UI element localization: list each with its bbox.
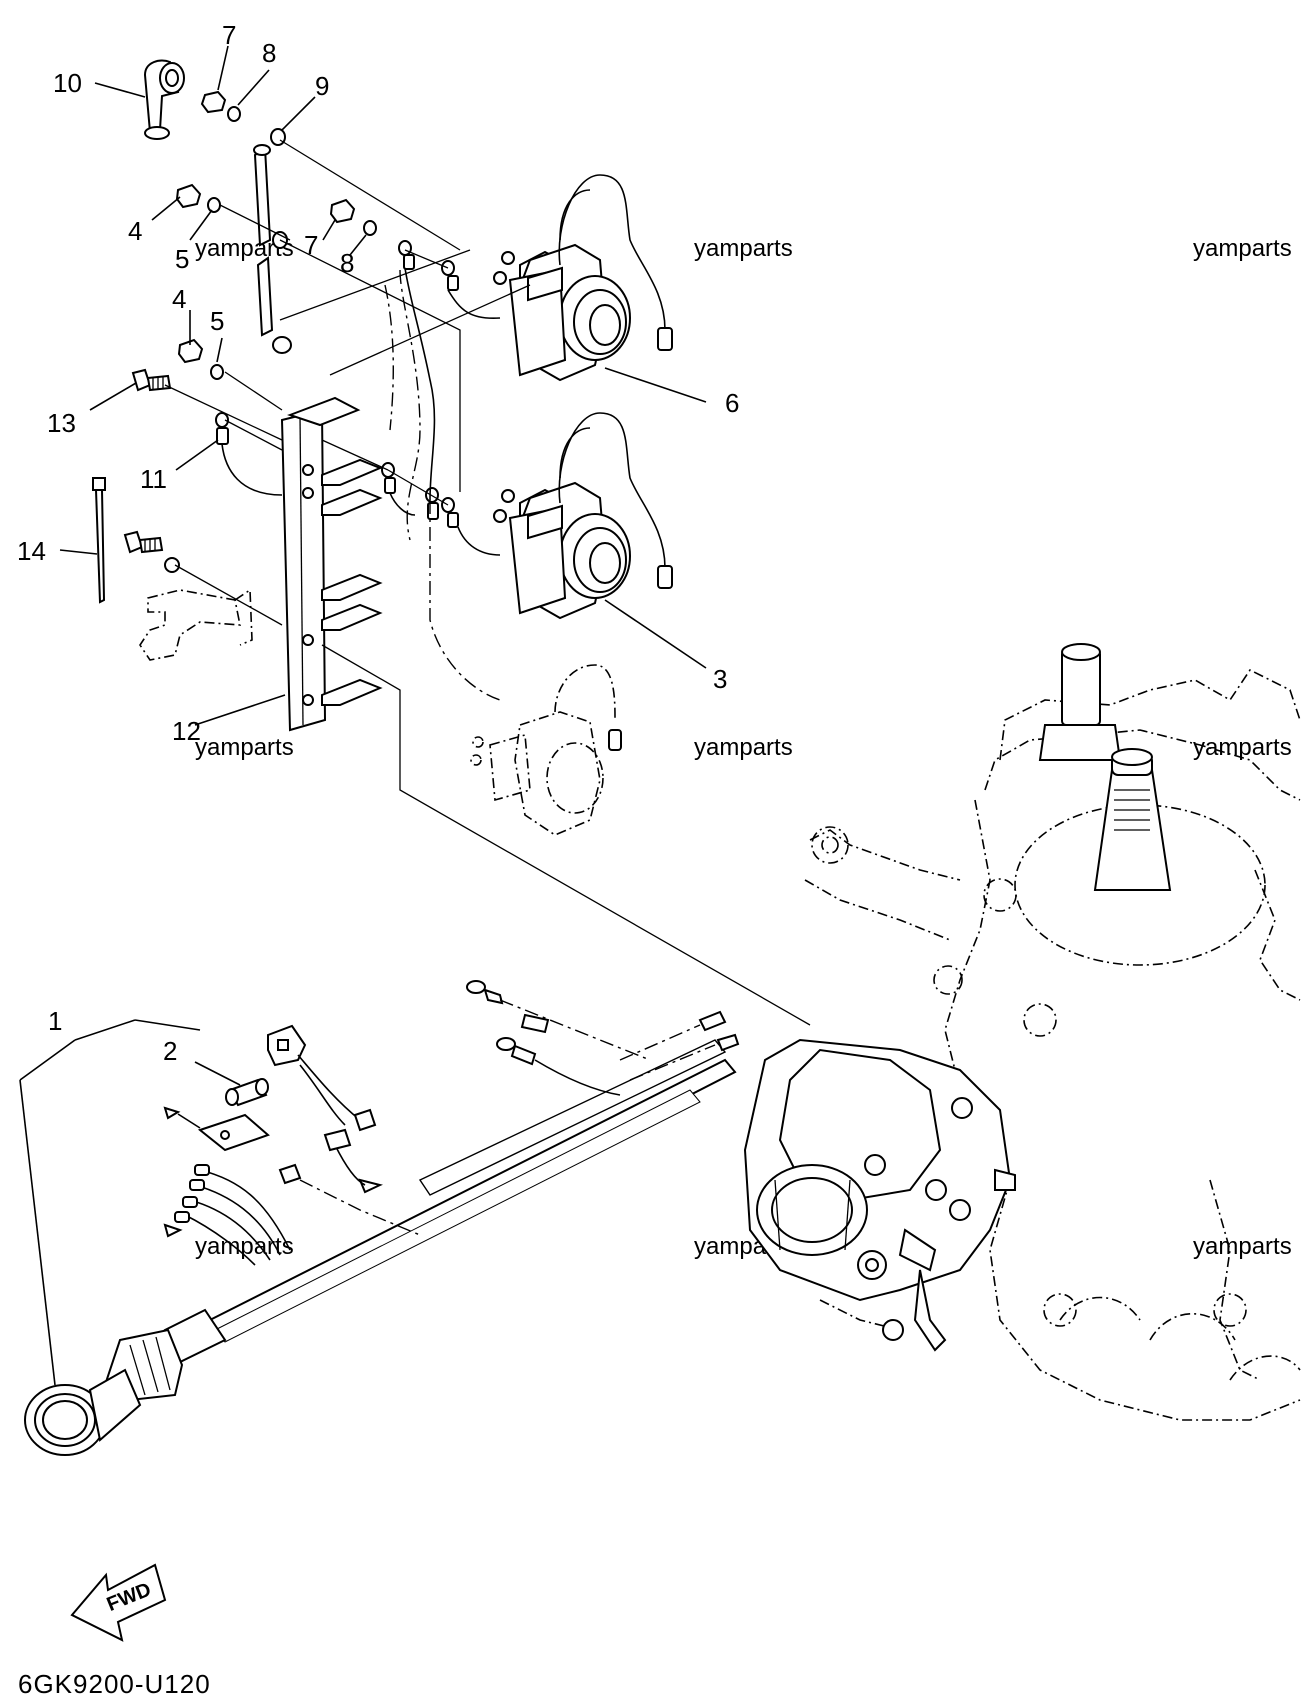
hardware xyxy=(92,59,459,604)
watermark: yamparts xyxy=(694,734,793,761)
relay-assembly-lower xyxy=(493,412,673,620)
relay-assembly-upper xyxy=(493,174,673,382)
mounting-bracket xyxy=(280,396,383,732)
watermark: yamparts xyxy=(1193,235,1292,262)
callout-8: 8 xyxy=(262,38,276,68)
ghost-bracket xyxy=(139,588,253,661)
leader-lines xyxy=(19,45,811,1386)
callout-14: 14 xyxy=(17,536,46,566)
fwd-arrow: FWD xyxy=(70,1563,167,1642)
callout-2: 2 xyxy=(163,1036,177,1066)
watermark: yamparts xyxy=(1193,1233,1292,1260)
wire-harness xyxy=(24,980,740,1456)
callout-5: 5 xyxy=(210,306,224,336)
callout-10: 10 xyxy=(53,68,82,98)
callout-5: 5 xyxy=(175,244,189,274)
carburetor xyxy=(743,1038,1016,1352)
callout-8: 8 xyxy=(340,248,354,278)
callout-3: 3 xyxy=(713,664,727,694)
callout-9: 9 xyxy=(315,71,329,101)
relay-assembly-ghost xyxy=(470,664,622,836)
watermark: yamparts xyxy=(694,235,793,262)
callout-13: 13 xyxy=(47,408,76,438)
callout-12: 12 xyxy=(172,716,201,746)
watermarks: yamparts yamparts yamparts yamparts yamp… xyxy=(195,235,1292,1260)
callout-7: 7 xyxy=(304,230,318,260)
engine-block-outline xyxy=(804,643,1301,1421)
callout-1: 1 xyxy=(48,1006,62,1036)
wiring xyxy=(221,267,501,556)
callout-4: 4 xyxy=(172,284,186,314)
callout-11: 11 xyxy=(140,464,167,494)
callout-4: 4 xyxy=(128,216,142,246)
callouts: 10 7 8 9 4 5 7 8 4 5 6 13 11 14 3 12 1 2 xyxy=(17,20,739,1066)
diagram-code: 6GK9200-U120 xyxy=(18,1669,211,1699)
watermark: yamparts xyxy=(195,734,294,761)
callout-6: 6 xyxy=(725,388,739,418)
callout-7: 7 xyxy=(222,20,236,50)
